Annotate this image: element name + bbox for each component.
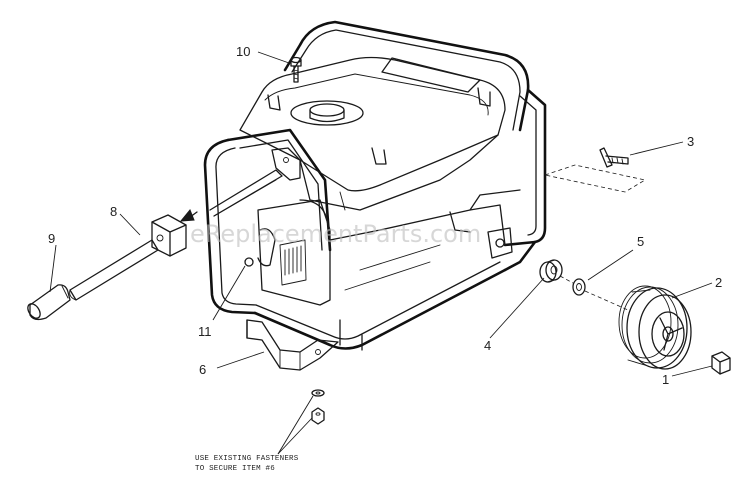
- callout-8: 8: [110, 204, 117, 219]
- callout-5: 5: [637, 234, 644, 249]
- leader-6: [216, 351, 265, 369]
- watermark: eReplacementParts.com: [190, 220, 481, 248]
- grip-item-9: [27, 284, 71, 321]
- callout-9: 9: [48, 231, 55, 246]
- fastener-washer: [311, 389, 325, 397]
- callout-4: 4: [484, 338, 491, 353]
- callout-11: 11: [198, 324, 212, 339]
- spacer-item-4: [539, 259, 563, 283]
- fastener-nut: [311, 407, 325, 425]
- note-leader-a: [277, 395, 314, 455]
- leader-11: [212, 265, 246, 321]
- leader-2: [671, 282, 713, 299]
- axle-path: [559, 275, 629, 311]
- cap-item-1: [711, 351, 731, 375]
- handle-item-8: [69, 209, 198, 301]
- callout-labels: 10 3 8 9 5 2 11 4 6 1: [48, 44, 722, 387]
- callout-1: 1: [662, 372, 669, 387]
- bolt-3-path: [544, 164, 647, 193]
- leader-10: [257, 51, 290, 64]
- leader-3: [629, 141, 684, 156]
- leader-9: [49, 244, 57, 293]
- callout-3: 3: [687, 134, 694, 149]
- leader-8: [119, 213, 141, 236]
- washer-item-5: [572, 278, 586, 296]
- leader-1: [671, 365, 713, 377]
- engine-grille: [279, 239, 307, 286]
- leader-5: [587, 249, 634, 281]
- note-line-2: TO SECURE ITEM #6: [195, 465, 275, 473]
- wheel-item-2: [618, 285, 692, 370]
- callout-10: 10: [236, 44, 250, 59]
- bracket-item-6: [246, 319, 339, 371]
- fastener-note: USE EXISTING FASTENERS TO SECURE ITEM #6: [195, 455, 299, 473]
- note-line-1: USE EXISTING FASTENERS: [195, 455, 299, 463]
- leader-4: [489, 277, 545, 339]
- callout-6: 6: [199, 362, 206, 377]
- generator-assembly: [203, 20, 547, 351]
- callout-2: 2: [715, 275, 722, 290]
- bolt-item-10: [290, 56, 302, 83]
- bolt-item-3: [599, 147, 629, 168]
- note-leader-b: [277, 417, 313, 455]
